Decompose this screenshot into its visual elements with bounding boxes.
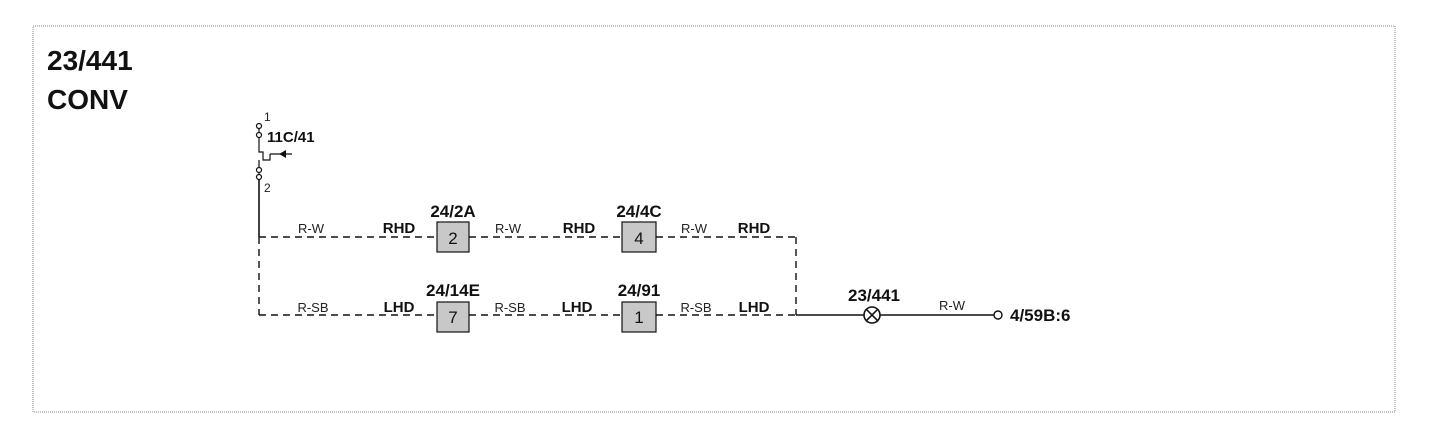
lhd-wiring [258,237,796,316]
connector-pin: 2 [448,229,457,248]
lamp-wire-color: R-W [939,298,966,313]
connector-24-14e: 7 24/14E [426,281,480,333]
rhd-wiring [259,236,797,315]
wire-color-label: R-SB [680,300,711,315]
diagram-frame [32,25,1396,413]
wire-color-label: R-SB [297,300,328,315]
connector-24-2a: 2 24/2A [430,202,476,253]
connector-label: 24/4C [616,202,661,221]
connector-label: 24/14E [426,281,480,300]
lamp-label: 23/441 [848,286,900,305]
variant-label: LHD [739,299,770,316]
wire-color-label: R-SB [494,300,525,315]
variant-label: LHD [384,299,415,316]
connector-pin: 4 [634,229,643,248]
wire-color-label: R-W [298,221,325,236]
output-circuit: 23/441 R-W 4/59B:6 [796,286,1070,325]
wire-color-label: R-W [681,221,708,236]
variant-label: RHD [738,220,771,237]
switch-pin-bottom-label: 2 [264,181,271,195]
connector-label: 24/2A [430,202,475,221]
connector-pin: 7 [448,308,457,327]
connector-24-91: 1 24/91 [618,281,661,333]
switch-pin-bottom-icon [255,173,263,181]
diagram-code: 23/441 [47,45,133,76]
connector-pin: 1 [634,308,643,327]
switch-pin-top-label: 1 [264,110,271,124]
wire-color-label: R-W [495,221,522,236]
switch-11c41: 1 11C/41 2 [255,110,315,237]
variant-label: RHD [383,220,416,237]
switch-label: 11C/41 [267,129,315,146]
connector-label: 24/91 [618,281,661,300]
switch-pin-top-icon [255,122,263,130]
variant-label: LHD [562,299,593,316]
switch-contact-icon [258,138,271,161]
diagram-name: CONV [47,84,128,115]
connector-24-4c: 4 24/4C [616,202,662,253]
variant-label: RHD [563,220,596,237]
terminal-icon [993,310,1003,320]
terminal-label: 4/59B:6 [1010,306,1070,325]
